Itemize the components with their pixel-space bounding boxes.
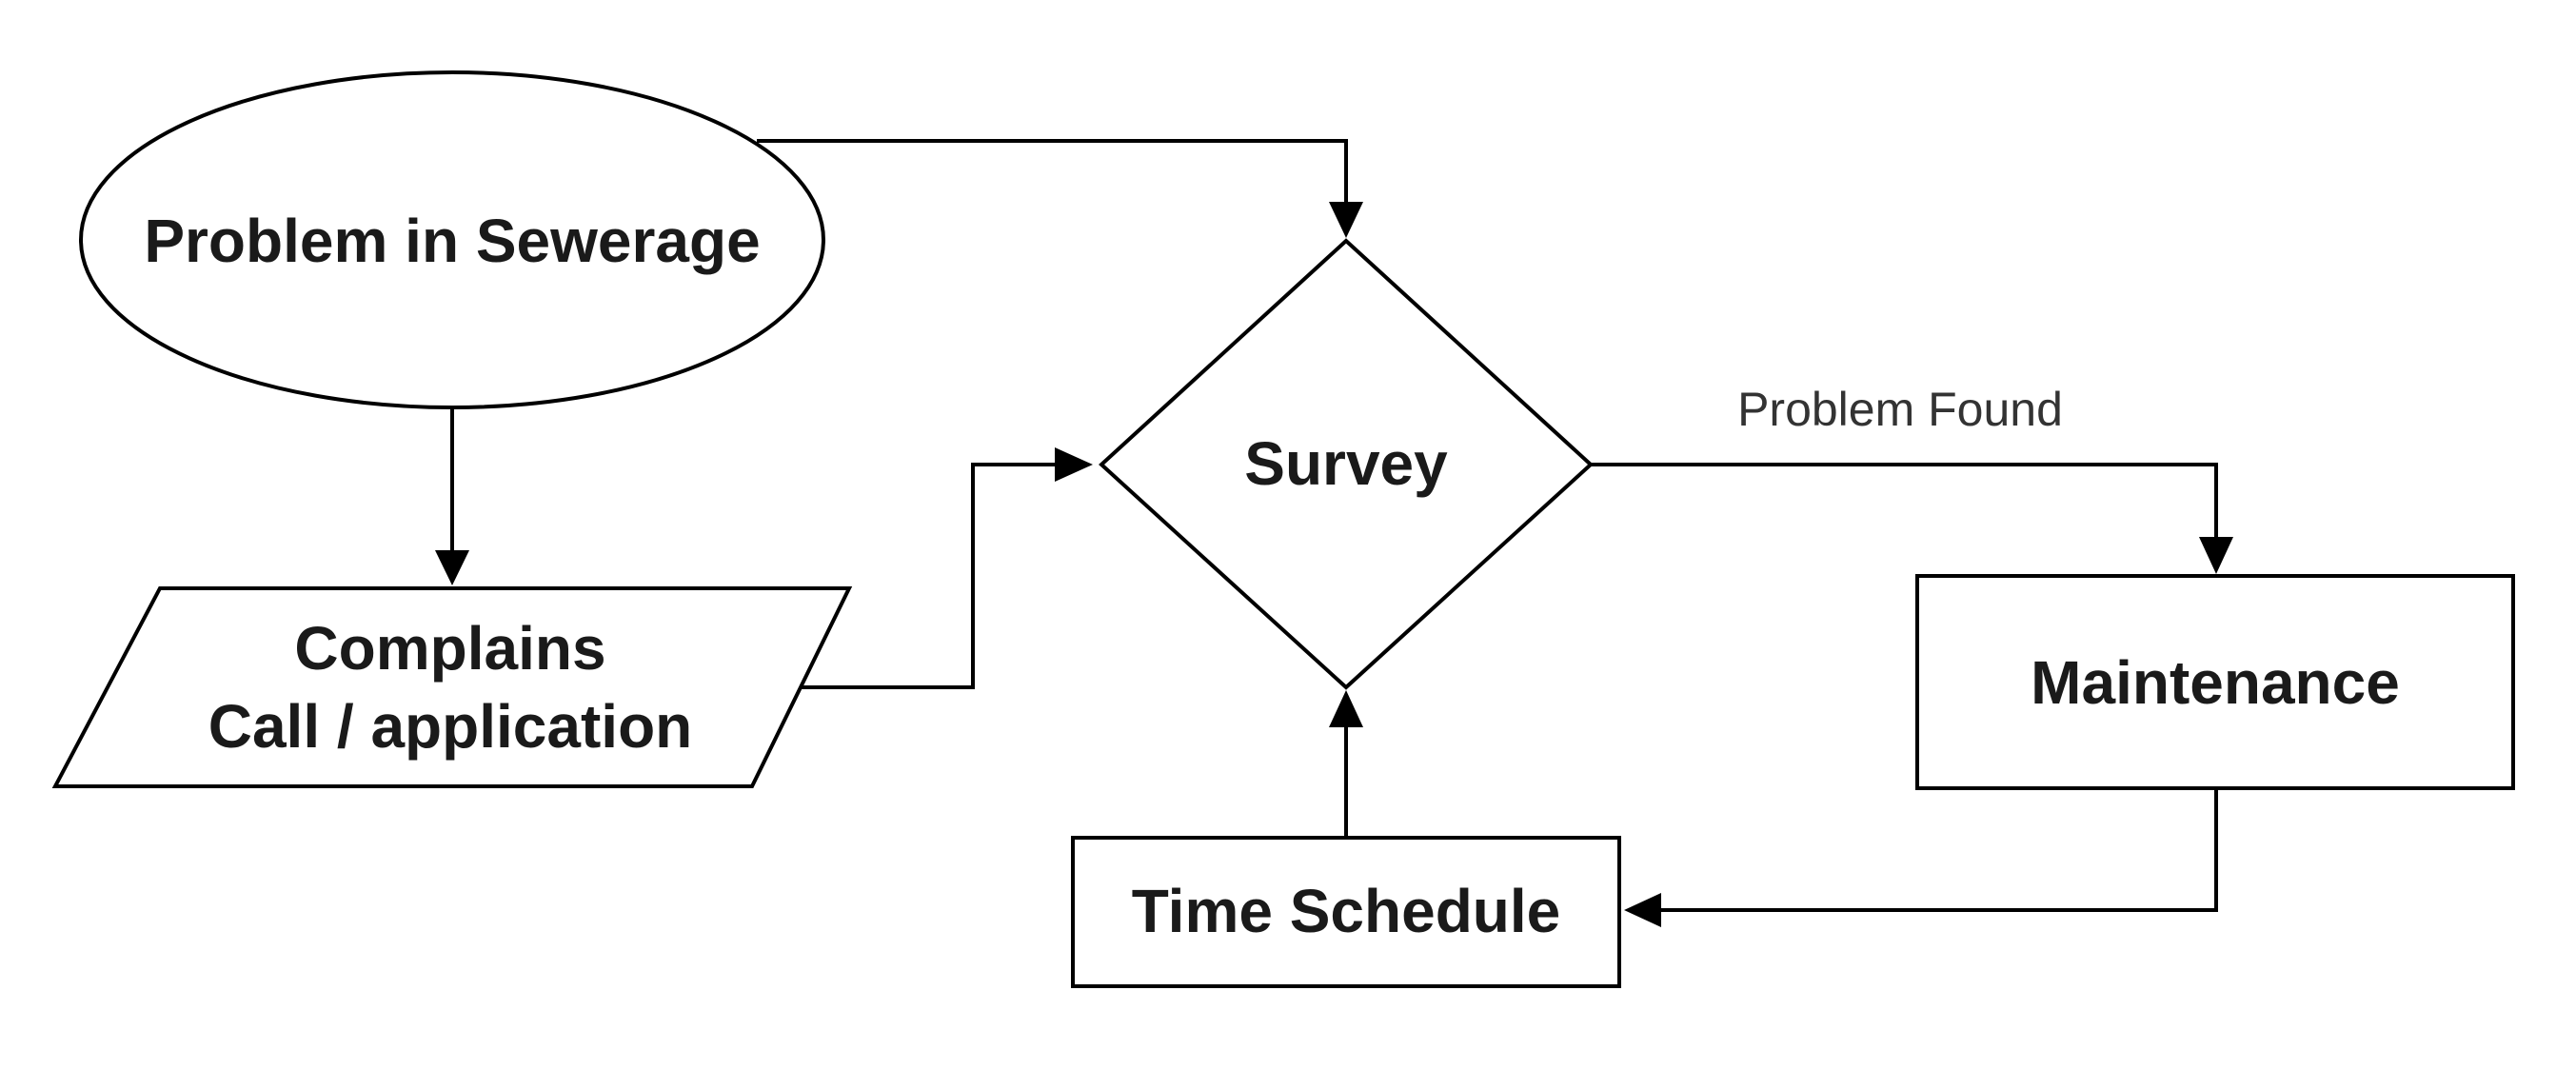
node-label-problem: Problem in Sewerage bbox=[144, 207, 760, 275]
node-time-schedule: Time Schedule bbox=[1071, 836, 1621, 988]
arrowhead-into-time-schedule bbox=[1624, 893, 1661, 927]
arrowhead-into-survey-left bbox=[1055, 447, 1093, 482]
arrowhead-into-maintenance bbox=[2199, 537, 2233, 574]
node-label-survey: Survey bbox=[1244, 429, 1448, 498]
edge-label-problem-found: Problem Found bbox=[1737, 383, 2063, 436]
edge-problem-to-survey bbox=[757, 139, 1348, 202]
edge-survey-to-maintenance bbox=[1591, 463, 2218, 537]
arrowhead-into-survey-top bbox=[1329, 202, 1363, 238]
edge-maintenance-to-time-schedule bbox=[1661, 788, 2218, 912]
node-label-time-schedule: Time Schedule bbox=[1132, 877, 1561, 945]
node-maintenance: Maintenance bbox=[1915, 574, 2515, 790]
rectangle-shape bbox=[1915, 574, 2515, 790]
ellipse-shape bbox=[79, 70, 825, 409]
node-label-maintenance: Maintenance bbox=[2031, 648, 2400, 717]
edges bbox=[435, 139, 2233, 927]
node-survey: Survey bbox=[1099, 238, 1594, 690]
parallelogram-shape bbox=[51, 586, 853, 788]
node-complains: Complains Call / application bbox=[51, 586, 853, 788]
edge-complains-to-survey bbox=[802, 463, 1055, 689]
node-problem-in-sewerage: Problem in Sewerage bbox=[79, 70, 825, 409]
rectangle-shape bbox=[1071, 836, 1621, 988]
node-label-complains-line1: Complains bbox=[294, 614, 605, 683]
diamond-shape bbox=[1099, 238, 1594, 690]
arrowhead-into-survey-bottom bbox=[1329, 690, 1363, 727]
arrowhead-into-complains bbox=[435, 550, 469, 585]
node-label-complains-line2: Call / application bbox=[208, 692, 693, 761]
